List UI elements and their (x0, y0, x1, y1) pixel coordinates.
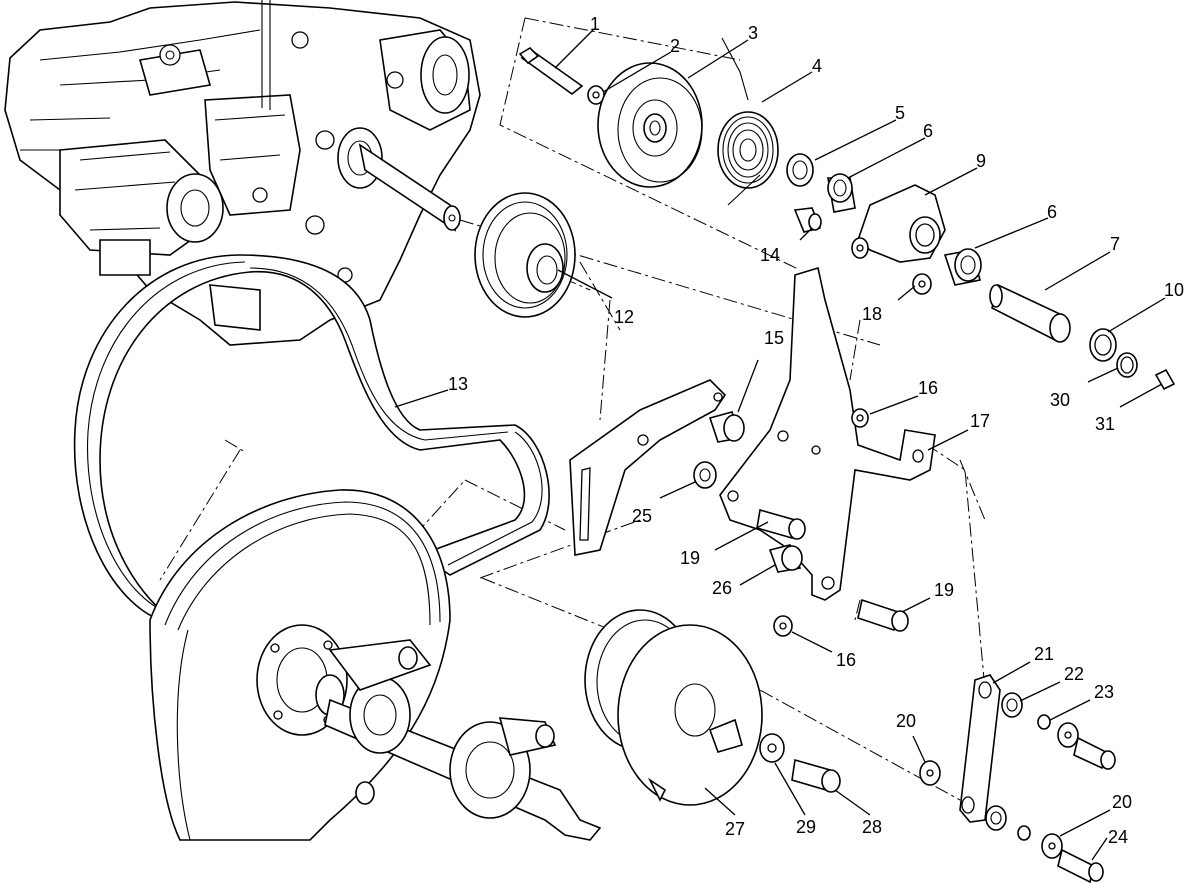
callout-23: 23 (1094, 682, 1114, 702)
callout-30: 30 (1050, 390, 1070, 410)
bolt-19-upper (756, 508, 806, 540)
idler-bolt-1 (518, 46, 584, 96)
callout-19-upper: 19 (680, 548, 700, 568)
callout-17: 17 (970, 411, 990, 431)
torsion-spring-4 (717, 37, 779, 206)
callout-5: 5 (895, 103, 905, 123)
callout-24: 24 (1108, 827, 1128, 847)
pivot-shaft-7 (989, 283, 1071, 343)
spacer-lower (1017, 825, 1031, 841)
callout-7: 7 (1110, 234, 1120, 254)
callout-22: 22 (1064, 664, 1084, 684)
assembly-phantom-lines (159, 17, 986, 801)
idler-arm-9 (851, 184, 946, 263)
callout-2: 2 (670, 36, 680, 56)
drive-belt (73, 254, 550, 626)
nut-14 (793, 207, 822, 233)
washer-23 (1057, 722, 1079, 748)
spacer-25 (693, 461, 717, 489)
engine-assembly (4, 0, 481, 346)
leader-lines (394, 29, 1166, 861)
crank-pulley-12 (474, 192, 576, 318)
callout-21: 21 (1034, 644, 1054, 664)
bushing-22-lower (985, 805, 1007, 831)
mounting-bracket-left (569, 379, 727, 556)
callout-25: 25 (632, 506, 652, 526)
spacer-5 (786, 153, 814, 187)
washer-20-left (919, 760, 941, 786)
idler-pulley-3 (597, 62, 703, 188)
callout-15: 15 (764, 328, 784, 348)
callout-16-upper: 16 (918, 378, 938, 398)
callout-20-left: 20 (896, 711, 916, 731)
callout-29: 29 (796, 817, 816, 837)
nut-18 (912, 273, 932, 295)
bolt-28 (791, 758, 841, 793)
bolt-23 (1073, 736, 1116, 770)
callout-27: 27 (725, 819, 745, 839)
callout-31: 31 (1095, 414, 1115, 434)
bolt-19-lower (857, 598, 909, 632)
bushing-22 (1001, 692, 1023, 718)
callout-20-right: 20 (1112, 792, 1132, 812)
spacer-23 (1037, 714, 1051, 730)
spacer-15 (708, 411, 745, 443)
washer-20-right (1041, 833, 1063, 859)
callout-6-upper: 6 (923, 121, 933, 141)
callout-14: 14 (760, 245, 780, 265)
pulley-hub (256, 624, 348, 736)
callout-28: 28 (862, 817, 882, 837)
electric-clutch-27 (584, 609, 763, 806)
idler-bracket-17 (719, 266, 936, 601)
callout-labels: 1 2 3 4 5 6 9 6 14 7 10 18 12 13 15 16 1… (448, 14, 1184, 847)
callout-13: 13 (448, 374, 468, 394)
washer-10 (1089, 328, 1117, 362)
callout-9: 9 (976, 151, 986, 171)
washer-29 (759, 733, 785, 763)
flange-nut-16-upper (851, 408, 869, 428)
callout-19-lower: 19 (934, 580, 954, 600)
link-arm-21 (959, 674, 1001, 823)
callout-1: 1 (590, 14, 600, 34)
bushing-6-upper (827, 173, 856, 213)
callout-18: 18 (862, 304, 882, 324)
flange-nut-16-lower (773, 615, 793, 637)
retaining-ring-30 (1116, 352, 1138, 378)
callout-16-lower: 16 (836, 650, 856, 670)
callout-3: 3 (748, 23, 758, 43)
callout-12: 12 (614, 307, 634, 327)
spacer-26 (768, 544, 803, 573)
callout-10: 10 (1164, 280, 1184, 300)
callout-6-lower: 6 (1047, 202, 1057, 222)
spindle-shaft (324, 639, 602, 841)
callout-4: 4 (812, 56, 822, 76)
bushing-6-lower (943, 248, 982, 286)
bolt-24 (1057, 848, 1104, 884)
callout-26: 26 (712, 578, 732, 598)
